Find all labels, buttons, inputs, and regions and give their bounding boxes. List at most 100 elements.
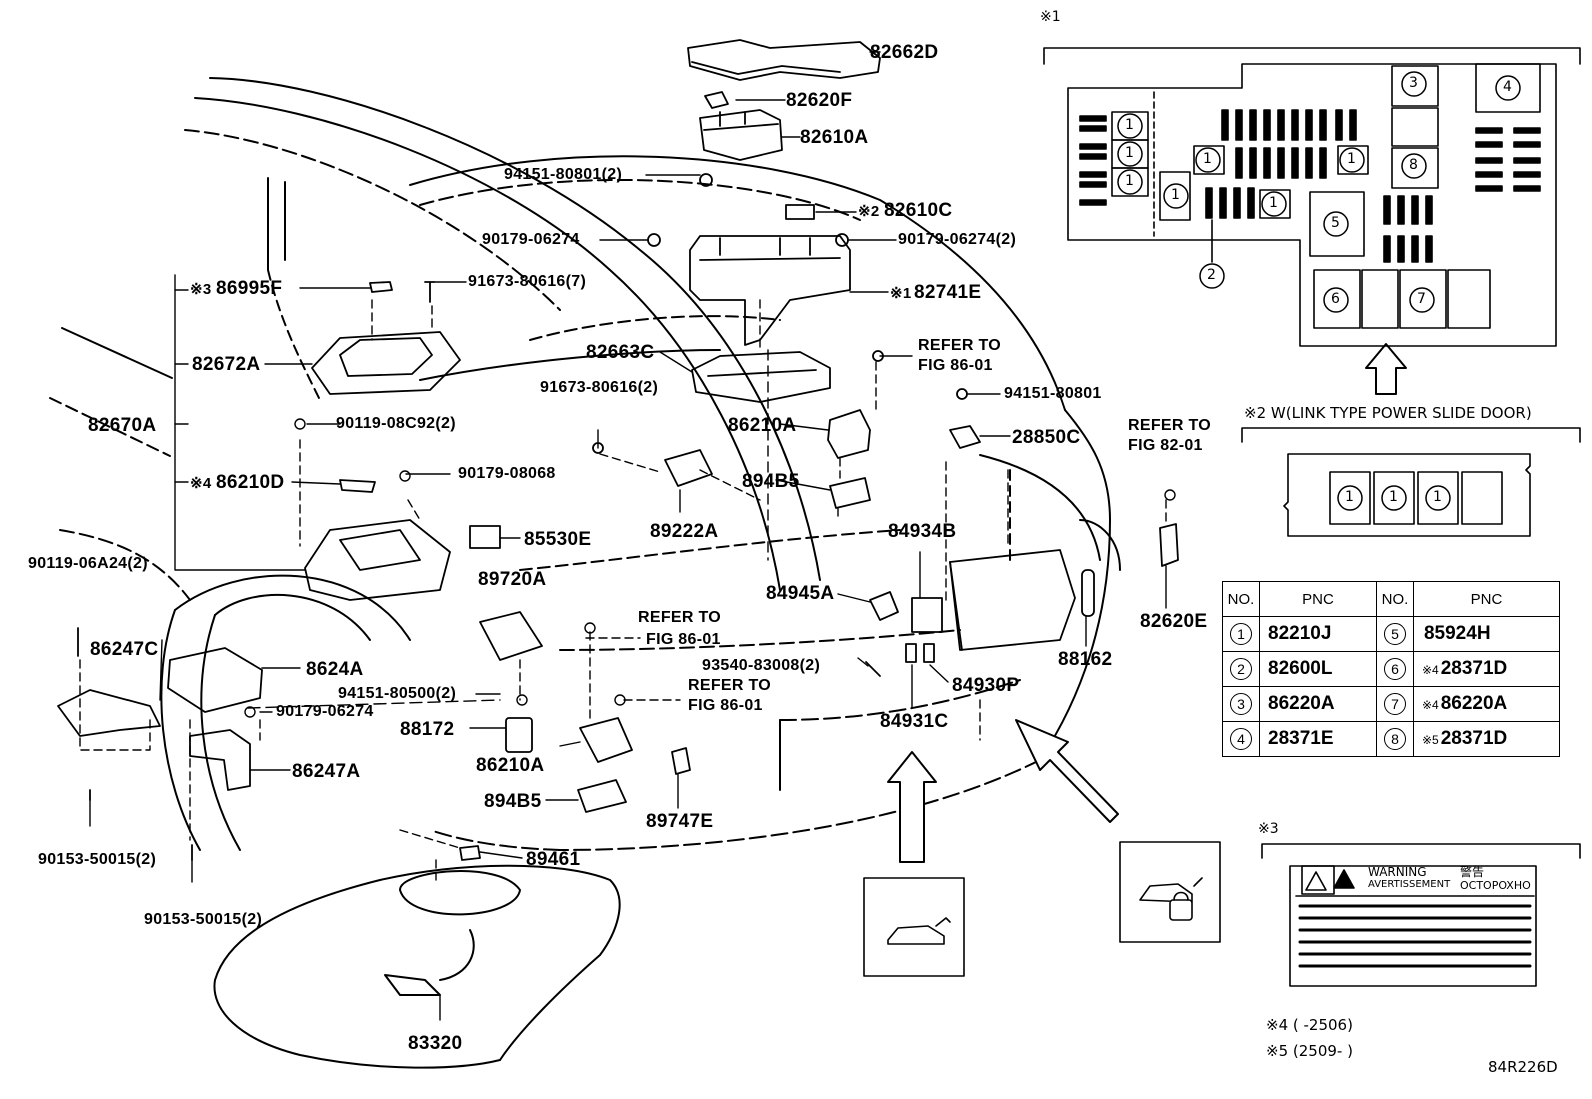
reference-note[interactable]: FIG 86-01 <box>688 697 763 714</box>
part-note-mark: ※1 <box>890 285 912 302</box>
part-label[interactable]: 90179-06274 <box>482 231 580 248</box>
pnc-value[interactable]: 28371D <box>1440 728 1508 749</box>
part-label[interactable]: 86247C <box>90 639 159 660</box>
part-label[interactable]: 84945A <box>766 583 835 604</box>
part-label[interactable]: 82672A <box>192 354 261 375</box>
part-label[interactable]: 88162 <box>1058 649 1113 670</box>
pnc-value[interactable]: 28371D <box>1440 658 1508 679</box>
part-label[interactable]: 84934B <box>888 521 957 542</box>
part-label[interactable]: 89747E <box>646 811 714 832</box>
pnc-value[interactable]: 82600L <box>1259 651 1377 687</box>
warning-text-ru: OCTOPOXHO <box>1460 879 1531 892</box>
part-label[interactable]: 8624A <box>306 659 364 680</box>
part-label[interactable]: 894B5 <box>484 791 542 812</box>
part-label[interactable]: 28850C <box>1012 427 1081 448</box>
pnc-value[interactable]: 28371E <box>1259 721 1377 757</box>
pnc-value[interactable]: 86220A <box>1440 693 1508 714</box>
connector-panel-title: ※2 W(LINK TYPE POWER SLIDE DOOR) <box>1244 404 1532 422</box>
fuse-num: 1 <box>1125 145 1134 161</box>
pnc-value[interactable]: 86220A <box>1259 686 1377 722</box>
note-mark: ※5 <box>1421 733 1439 747</box>
fuse-num: 1 <box>1203 151 1212 167</box>
warning-text-jp: 警告 <box>1460 865 1485 879</box>
part-label[interactable]: 90179-06274(2) <box>898 231 1017 248</box>
fuse-num: 3 <box>1409 75 1418 91</box>
fuse-num: 2 <box>1207 267 1216 283</box>
part-label[interactable]: 82620F <box>786 90 853 111</box>
part-label[interactable]: 91673-80616(2) <box>540 379 659 396</box>
part-label[interactable]: 82610C <box>884 200 953 221</box>
part-label[interactable]: 86210A <box>728 415 797 436</box>
part-label[interactable]: 82741E <box>914 282 982 303</box>
view-arrows <box>887 343 1407 863</box>
fuse-num: 7 <box>1417 291 1426 307</box>
part-label[interactable]: 86247A <box>292 761 361 782</box>
part-label[interactable]: 90119-06A24(2) <box>28 555 148 572</box>
reference-note[interactable]: REFER TO <box>638 609 722 626</box>
part-label[interactable]: 90179-06274 <box>276 703 374 720</box>
warning-panel-title: ※3 <box>1258 821 1279 837</box>
part-label[interactable]: 89222A <box>650 521 719 542</box>
row-number: 4 <box>1230 728 1252 750</box>
reference-note[interactable]: REFER TO <box>688 677 772 694</box>
row-number: 8 <box>1383 728 1406 750</box>
part-label[interactable]: 90179-08068 <box>458 465 556 482</box>
components <box>57 39 1179 861</box>
row-number: 3 <box>1230 693 1252 715</box>
pnc-table: NO. PNC NO. PNC 1 82210J 5 85924H 2 8260… <box>1222 581 1561 757</box>
part-label[interactable]: 93540-83008(2) <box>702 657 821 674</box>
fuse-num: 1 <box>1171 187 1180 203</box>
part-label[interactable]: 84931C <box>880 711 949 732</box>
reference-note[interactable]: FIG 86-01 <box>918 357 993 374</box>
part-label[interactable]: 82662D <box>870 42 939 63</box>
figure-id: 84R226D <box>1488 1058 1558 1076</box>
part-label[interactable]: 82670A <box>88 415 157 436</box>
fuse-box-panel <box>1043 47 1581 347</box>
part-label[interactable]: 94151-80801 <box>1004 385 1102 402</box>
part-label[interactable]: 894B5 <box>742 471 800 492</box>
part-label[interactable]: 82610A <box>800 127 869 148</box>
pnc-value[interactable]: 82210J <box>1259 616 1377 652</box>
part-label[interactable]: 85530E <box>524 529 592 550</box>
fuse-num: 6 <box>1331 291 1340 307</box>
part-label[interactable]: 89461 <box>526 849 581 870</box>
connector-panel <box>1241 427 1581 537</box>
part-label[interactable]: 90119-08C92(2) <box>336 415 456 432</box>
reference-note[interactable]: FIG 86-01 <box>646 631 721 648</box>
part-label[interactable]: 90153-50015(2) <box>144 911 263 928</box>
reference-note[interactable]: REFER TO <box>918 337 1002 354</box>
table-header: PNC <box>1412 581 1561 617</box>
part-label[interactable]: 88172 <box>400 719 455 740</box>
leader-lines <box>79 51 1176 1021</box>
part-label[interactable]: 82620E <box>1140 611 1208 632</box>
reference-note[interactable]: REFER TO <box>1128 417 1212 434</box>
part-label[interactable]: 94151-80801(2) <box>504 166 623 183</box>
part-label[interactable]: 86210D <box>216 472 285 493</box>
warning-text-fr: AVERTISSEMENT <box>1368 879 1451 890</box>
reference-note[interactable]: FIG 82-01 <box>1128 437 1203 454</box>
part-label[interactable]: 84930P <box>952 675 1020 696</box>
part-label[interactable]: 86210A <box>476 755 545 776</box>
body-outline <box>49 77 1121 1069</box>
row-number: 7 <box>1383 693 1406 715</box>
fuse-num: 1 <box>1389 489 1398 505</box>
fuse-num: 5 <box>1331 215 1340 231</box>
part-label[interactable]: 82663C <box>586 342 655 363</box>
footnote: ※5 (2509- ) <box>1266 1042 1353 1060</box>
table-header: PNC <box>1259 581 1377 617</box>
pnc-value[interactable]: 85924H <box>1423 623 1491 644</box>
fuse-number-circles <box>1117 71 1521 511</box>
part-label[interactable]: 83320 <box>408 1033 463 1054</box>
part-label[interactable]: 91673-80616(7) <box>468 273 587 290</box>
table-header: NO. <box>1222 581 1260 617</box>
part-label[interactable]: 86995F <box>216 278 283 299</box>
part-label[interactable]: 89720A <box>478 569 547 590</box>
part-label[interactable]: 94151-80500(2) <box>338 685 457 702</box>
part-label[interactable]: 90153-50015(2) <box>38 851 157 868</box>
footnote: ※4 ( -2506) <box>1266 1016 1353 1034</box>
warning-label-panel <box>1261 843 1581 987</box>
fuse-num: 1 <box>1433 489 1442 505</box>
